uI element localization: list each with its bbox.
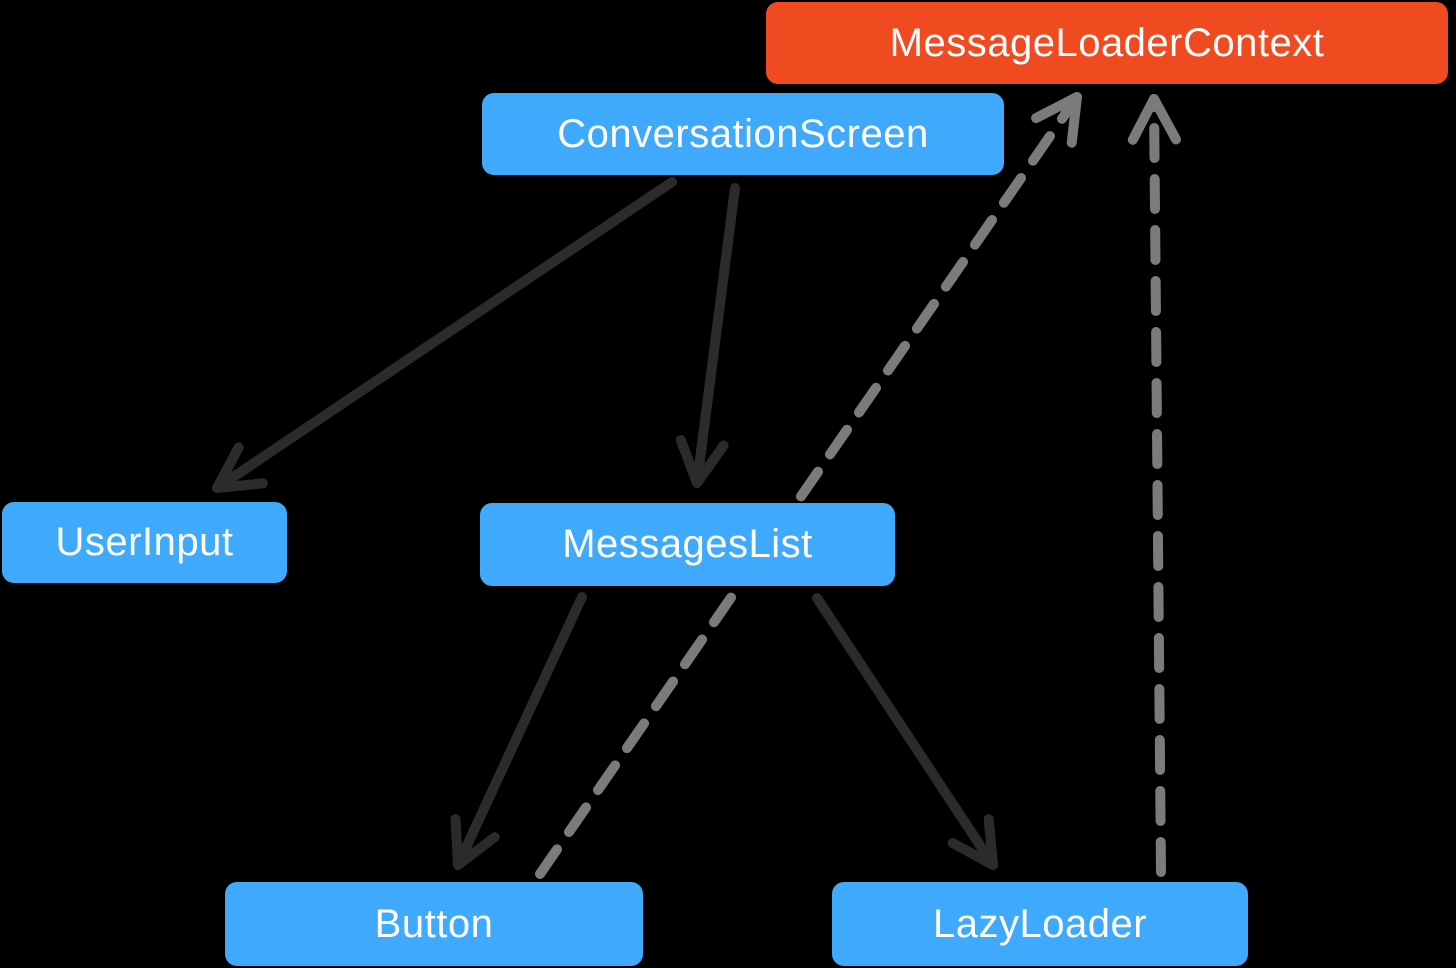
node-label: UserInput xyxy=(55,520,234,564)
edge-conversation-screen-to-user-input xyxy=(212,177,677,493)
node-label: LazyLoader xyxy=(932,901,1148,946)
edge-button-to-message-loader-context xyxy=(535,92,1082,879)
arrowhead-icon xyxy=(675,435,729,488)
edge-line-solid xyxy=(212,177,677,493)
node-label: ConversationScreen xyxy=(557,111,929,156)
node-messages-list: MessagesList xyxy=(480,503,895,586)
node-label: MessageLoaderContext xyxy=(889,20,1325,65)
node-label: Button xyxy=(374,901,494,946)
node-button: Button xyxy=(225,882,643,966)
edge-messages-list-to-button xyxy=(450,592,587,870)
edge-line-solid xyxy=(453,592,587,870)
arrowhead-icon xyxy=(1031,92,1082,148)
node-user-input: UserInput xyxy=(2,502,287,583)
node-message-loader-context: MessageLoaderContext xyxy=(766,2,1448,84)
edge-line-dashed xyxy=(535,92,1082,879)
edge-conversation-screen-to-messages-list xyxy=(675,183,740,488)
edge-lazy-loader-to-message-loader-context xyxy=(1127,94,1181,877)
edge-line-solid xyxy=(692,183,740,488)
edge-line-dashed xyxy=(1149,94,1166,877)
arrowhead-icon xyxy=(947,814,998,870)
node-lazy-loader: LazyLoader xyxy=(832,882,1248,966)
edge-messages-list-to-lazy-loader xyxy=(812,593,998,870)
arrowhead-icon xyxy=(450,814,500,870)
arrowhead-icon xyxy=(212,442,268,493)
node-label: MessagesList xyxy=(562,522,813,566)
edge-line-solid xyxy=(812,593,998,870)
node-conversation-screen: ConversationScreen xyxy=(482,93,1004,175)
arrowhead-icon xyxy=(1127,94,1181,145)
